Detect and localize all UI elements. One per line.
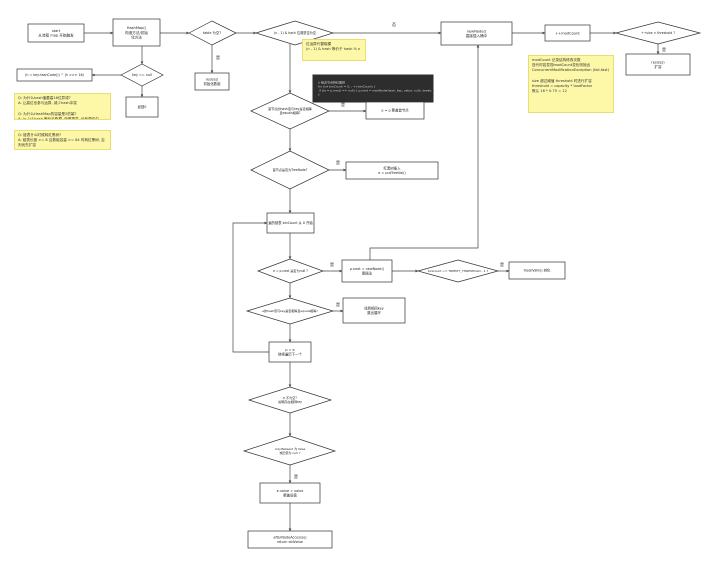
node-e-first: e = p 覆盖首节点 bbox=[365, 101, 425, 120]
node-first-eq: 首节点的hash值与key是否相等且equals相等? bbox=[250, 92, 330, 130]
node-loop-start: 遍历链表 binCount 从 0 开始 bbox=[266, 212, 315, 234]
node-hashmap: HashMap()构造方法/初始化方法 bbox=[112, 18, 161, 47]
edge-label-yes-tree: 是 bbox=[336, 159, 340, 165]
edge-label-yes-absent: 是 bbox=[294, 473, 298, 479]
node-loop-start-label: 遍历链表 binCount 从 0 开始 bbox=[268, 220, 313, 225]
note-treeify-rule: Q: 链表什么时候转红黑树? A: 链表长度 >= 8 且数组容量 >= 64 … bbox=[14, 130, 111, 150]
note-bucket-index: 位运算代替取模 (n - 1) & hash 等价于 hash % n bbox=[302, 39, 366, 61]
node-first-eq-label: 首节点的hash值与key是否相等且equals相等? bbox=[268, 106, 312, 115]
node-threshold-label: ++size > threshold ? bbox=[641, 31, 675, 35]
node-e-not-null-label: e 不为空?说明存在相同key bbox=[278, 395, 302, 404]
node-e-first-label: e = p 覆盖首节点 bbox=[381, 108, 409, 113]
node-new-next-label: p.next = newNode()尾插法 bbox=[350, 267, 385, 275]
node-hash-calc: (h = key.hashCode()) ^ (h >>> 16) bbox=[16, 68, 93, 82]
node-resize-init: resize()初始化数组 bbox=[194, 72, 230, 91]
node-hash-zero-label: 返回0 bbox=[138, 104, 147, 109]
node-return-old: afterNodeAccess(e)return oldValue bbox=[247, 530, 333, 549]
node-resize-end-label: resize()扩容 bbox=[651, 60, 665, 69]
node-treeify-cond-label: binCount >= TREEIFY_THRESHOLD - 1 ? bbox=[428, 269, 489, 273]
node-treenode-label: 首节点是否为TreeNode? bbox=[273, 167, 308, 172]
node-hash-eq: e的hash值与key是否相等且equals相等? bbox=[245, 297, 335, 325]
edge-label-yes-treeify: 是 bbox=[500, 261, 504, 267]
node-treeify-label: treeifyBin() 树化 bbox=[524, 268, 551, 273]
node-treenode: 首节点是否为TreeNode? bbox=[250, 150, 330, 190]
node-threshold: ++size > threshold ? bbox=[614, 21, 702, 45]
node-e-not-null: e 不为空?说明存在相同key bbox=[247, 386, 333, 414]
node-modcount-label: ++modCount bbox=[555, 31, 580, 35]
node-table-empty: table 为空? bbox=[188, 20, 237, 46]
node-hashmap-label: HashMap()构造方法/初始化方法 bbox=[125, 26, 148, 39]
node-modcount: ++modCount bbox=[544, 24, 591, 42]
node-new-node-label: newNode()直接插入桶中 bbox=[466, 29, 488, 38]
edge-label-yes-table: 是 bbox=[216, 54, 220, 60]
node-hash-zero: 返回0 bbox=[125, 96, 159, 118]
node-next-null-label: e = p.next 是否为null ? bbox=[273, 268, 308, 273]
node-new-next: p.next = newNode()尾插法 bbox=[341, 259, 393, 283]
edge-label-yes-firsteq: 是 bbox=[341, 101, 345, 107]
edges bbox=[84, 31, 660, 532]
node-next-null: e = p.next 是否为null ? bbox=[257, 258, 325, 284]
node-key-null: key == null bbox=[120, 63, 164, 87]
edge-label-yes-threshold: 是 bbox=[662, 46, 666, 52]
node-hash-calc-label: (h = key.hashCode()) ^ (h >>> 16) bbox=[25, 73, 84, 77]
node-table-empty-label: table 为空? bbox=[203, 30, 221, 35]
edge-label-no-bucket: 否 bbox=[392, 22, 396, 27]
node-key-null-label: key == null bbox=[132, 73, 152, 77]
node-bucket-empty-label: (n - 1) & hash 位置是否为空 bbox=[274, 30, 316, 35]
note-hash-spread: Q: 为什么hash值要高16位异或? A: 让高位也参与运算, 减少hash冲… bbox=[14, 93, 111, 120]
node-hash-eq-label: e的hash值与key是否相等且equals相等? bbox=[262, 308, 318, 313]
node-treeify: treeifyBin() 树化 bbox=[508, 261, 566, 280]
edge-newnext-newnode bbox=[369, 44, 480, 260]
node-treeify-cond: binCount >= TREEIFY_THRESHOLD - 1 ? bbox=[416, 259, 500, 283]
node-return-old-label: afterNodeAccess(e)return oldValue bbox=[273, 535, 307, 543]
node-resize-end: resize()扩容 bbox=[625, 53, 691, 76]
node-new-node: newNode()直接插入桶中 bbox=[440, 21, 513, 46]
edge-label-yes-hasheq: 是 bbox=[336, 301, 340, 307]
node-resize-init-label: resize()初始化数组 bbox=[204, 77, 222, 85]
edge-pnext-loop bbox=[232, 221, 269, 353]
edge-label-yes-nextnull: 是 bbox=[330, 261, 334, 267]
note-modcount: modCount 记录结构修改次数 迭代时若发现modCount变化则抛出 Co… bbox=[528, 55, 614, 113]
